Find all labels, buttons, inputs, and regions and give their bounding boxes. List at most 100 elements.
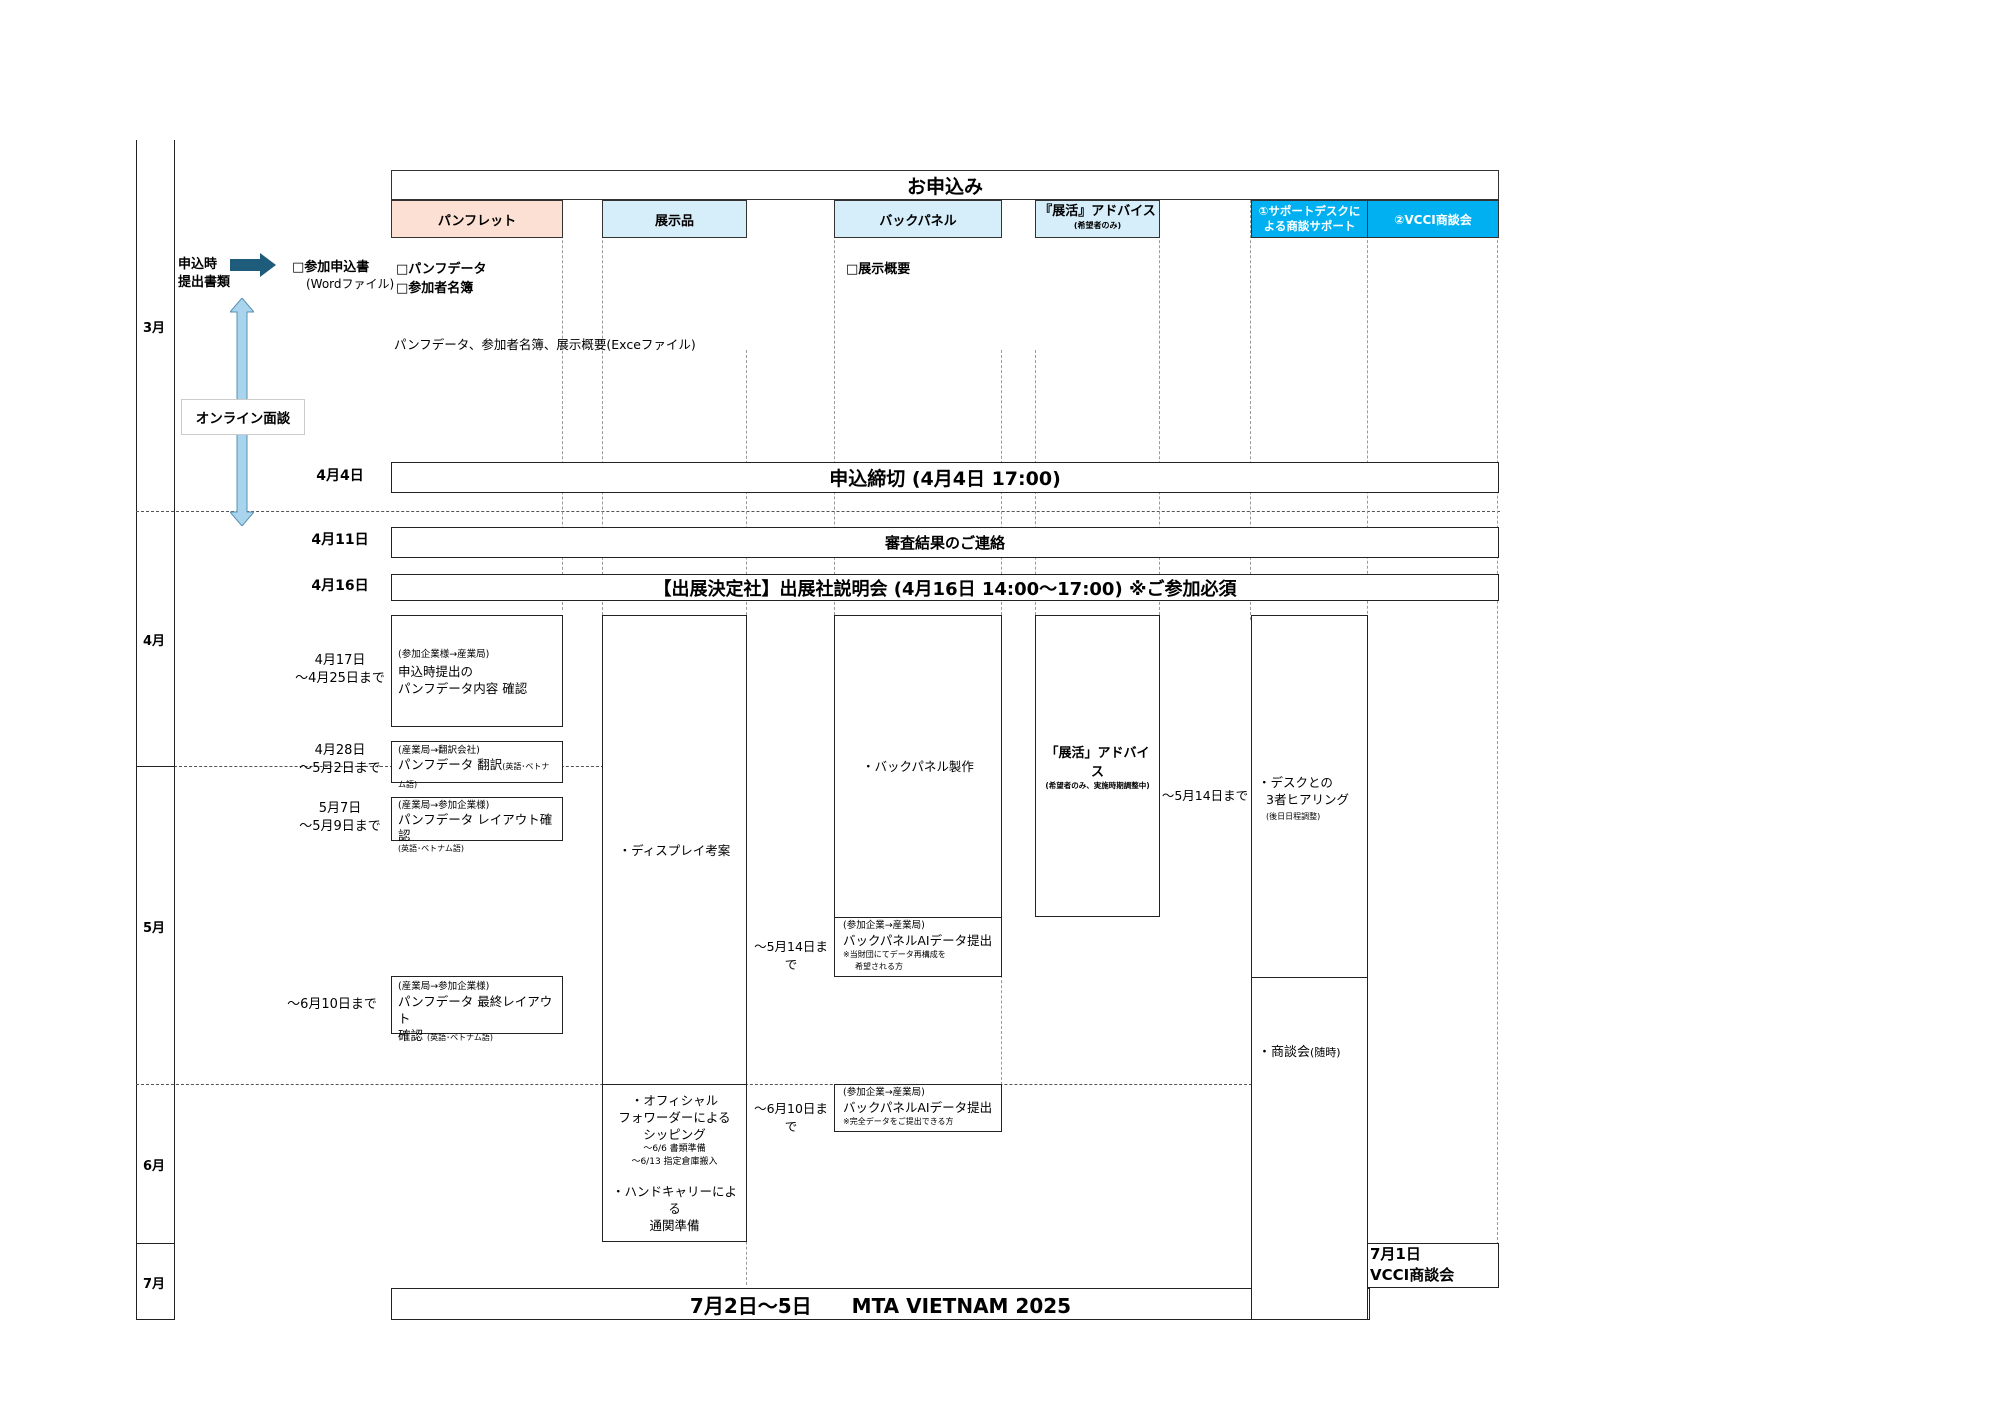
application-label: 申込時 提出書類 (178, 256, 230, 292)
header-advice-main: 『展活』アドバイス (1039, 204, 1156, 219)
band-event: 7月2日～5日 MTA VIETNAM 2025 (391, 1288, 1370, 1320)
advice-title: 「展活」アドバイス (1045, 745, 1150, 780)
support-hearing-box: ・デスクとの 3者ヒアリング (後日日程調整) (1251, 615, 1368, 978)
july-separator (136, 1243, 175, 1244)
band-review: 審査結果のご連絡 (391, 527, 1499, 558)
backpanel-ai-submit-2: (参加企業→産業局) バックパネルAIデータ提出 ※完全データをご提出できる方 (834, 1084, 1002, 1132)
date-apr4: 4月4日 (316, 468, 364, 484)
date-apr16: 4月16日 (311, 578, 369, 594)
pamphlet-step-1-line2: パンフデータ内容 確認 (398, 681, 528, 696)
backpanel-ai1-note2: 希望される方 (855, 962, 903, 971)
date-jun10: ～6月10日まで (287, 997, 377, 1012)
exhibit-ship-line1: ・オフィシャル (630, 1093, 719, 1108)
date-apr28: 4月28日 ～5月2日まで (290, 742, 390, 778)
application-exhibit-summary: □展示概要 (846, 262, 911, 277)
pamphlet-step-2-flow: (産業局→翻訳会社) (398, 745, 480, 756)
support-hearing-line2: 3者ヒアリング (1266, 792, 1349, 807)
pamphlet-step-3-flow: (産業局→参加企業様) (398, 800, 490, 811)
exhibit-hand-line2: 通関準備 (649, 1218, 700, 1233)
header-exhibit: 展示品 (602, 200, 747, 238)
guide-col-1 (562, 200, 563, 610)
application-excel-note: パンフデータ、参加者名簿、展示概要(Exceファイル) (394, 337, 696, 352)
backpanel-production-box: ・バックパネル製作 (834, 615, 1002, 918)
pamphlet-step-1-line1: 申込時提出の (398, 664, 474, 679)
application-pamphlet-data: □パンフデータ (396, 262, 487, 277)
exhibit-ship-note1: ～6/6 書類準備 (643, 1144, 706, 1154)
backpanel-production: ・バックパネル製作 (862, 759, 974, 774)
support-meeting-note: (随時) (1310, 1046, 1341, 1059)
exhibit-ship-line3: シッピング (643, 1127, 706, 1142)
backpanel-ai1-title: バックパネルAIデータ提出 (843, 933, 993, 948)
application-label-line2: 提出書類 (178, 275, 231, 290)
pamphlet-step-1: (参加企業様→産業局) 申込時提出の パンフデータ内容 確認 (391, 615, 563, 727)
exhibit-hand-line1: ・ハンドキャリーによる (611, 1184, 737, 1216)
guide-col-10 (1497, 200, 1498, 1245)
pamphlet-step-2: (産業局→翻訳会社) パンフデータ 翻訳(英語･ベトナム語) (391, 741, 563, 789)
month-april: 4月 (142, 634, 166, 649)
date-apr17: 4月17日 ～4月25日まで (290, 652, 390, 688)
guide-col-4 (834, 200, 835, 620)
date-apr28-line2: ～5月2日まで (299, 761, 381, 776)
pamphlet-step-3-lang: (英語･ベトナム語) (398, 844, 465, 853)
support-hearing-note: (後日日程調整) (1266, 812, 1321, 821)
application-label-line1: 申込時 (178, 257, 218, 272)
left-border-inner (174, 140, 175, 1320)
pamphlet-step-2-line1: パンフデータ 翻訳 (398, 757, 503, 772)
exhibit-display-box: ・ディスプレイ考案 (602, 615, 747, 1085)
date-may7-line1: 5月7日 (318, 801, 362, 816)
pamphlet-step-4-line2: 確認 (398, 1028, 424, 1043)
backpanel-ai1-note1: ※当財団にてデータ再構成を (843, 950, 946, 959)
vcci-box: 7月1日 VCCI商談会 (1367, 1243, 1499, 1288)
date-apr28-line1: 4月28日 (314, 743, 366, 758)
month-may: 5月 (142, 921, 166, 936)
date-jun10-exhibit: ～6月10日まで (754, 1101, 828, 1134)
pamphlet-step-4-line1: パンフデータ 最終レイアウト (398, 994, 553, 1026)
pamphlet-step-4-flow: (産業局→参加企業様) (398, 981, 490, 992)
backpanel-ai2-flow: (参加企業→産業局) (843, 1087, 925, 1098)
pamphlet-step-3: (産業局→参加企業様) パンフデータ レイアウト確認 (英語･ベトナム語) (391, 797, 563, 853)
month-june: 6月 (142, 1159, 166, 1174)
exhibit-shipping-box: ・オフィシャル フォワーダーによる シッピング ～6/6 書類準備 ～6/13 … (602, 1084, 747, 1242)
band-briefing: 【出展決定社】出展社説明会 (4月16日 14:00～17:00) ※ご参加必須 (391, 574, 1499, 601)
month-march: 3月 (142, 321, 166, 336)
exhibit-display: ・ディスプレイ考案 (618, 842, 731, 858)
header-support-line1: ①サポートデスクに (1258, 204, 1361, 218)
left-border-outer (136, 140, 137, 1320)
date-may7-line2: ～5月9日まで (299, 819, 381, 834)
date-may14-advice: ～5月14日まで (1161, 788, 1249, 803)
guide-col-2 (602, 200, 603, 615)
exhibit-ship-line2: フォワーダーによる (618, 1110, 731, 1125)
header-support-line2: よる商談サポート (1263, 219, 1356, 233)
online-meeting-label: オンライン面談 (181, 399, 305, 435)
band-deadline: 申込締切 (4月4日 17:00) (391, 462, 1499, 493)
vcci-name: VCCI商談会 (1370, 1266, 1455, 1284)
date-may14-exhibit: ～5月14日まで (754, 939, 828, 972)
month-july: 7月 (142, 1277, 166, 1292)
support-meeting-box: ・商談会(随時) (1251, 977, 1368, 1320)
date-apr17-line2: ～4月25日まで (295, 671, 385, 686)
exhibit-ship-note2: ～6/13 指定倉庫搬入 (631, 1157, 718, 1167)
backpanel-ai2-title: バックパネルAIデータ提出 (843, 1100, 993, 1115)
header-vcci: ②VCCI商談会 (1367, 200, 1499, 238)
date-apr17-line1: 4月17日 (314, 653, 366, 668)
date-apr11: 4月11日 (311, 532, 369, 548)
arrow-right-icon (230, 253, 276, 277)
backpanel-ai-submit-1: (参加企業→産業局) バックパネルAIデータ提出 ※当財団にてデータ再構成を 希… (834, 917, 1002, 977)
application-participants: □参加者名簿 (396, 281, 474, 296)
backpanel-ai1-flow: (参加企業→産業局) (843, 920, 925, 931)
pamphlet-step-4: (産業局→参加企業様) パンフデータ 最終レイアウト 確認 (英語･ベトナム語) (391, 976, 563, 1043)
application-form: □参加申込書 (292, 260, 370, 275)
guide-col-7 (1159, 200, 1160, 620)
pamphlet-step-2-lang: (英語･ベトナム語) (398, 762, 550, 789)
guide-col-5b (1001, 975, 1002, 1085)
date-may7: 5月7日 ～5月9日まで (290, 800, 390, 836)
support-hearing-line1: ・デスクとの (1258, 775, 1333, 790)
support-meeting: ・商談会 (1258, 1045, 1311, 1060)
advice-box: 「展活」アドバイス (希望者のみ、実施時期調整中) (1035, 615, 1160, 917)
header-advice-sub: (希望者のみ) (1073, 221, 1122, 230)
left-border-bottom (136, 1319, 175, 1320)
separator-april-may (174, 766, 604, 767)
separator-april-may-left (136, 766, 175, 767)
application-form-note: (Wordファイル) (306, 277, 395, 291)
vcci-date: 7月1日 (1370, 1245, 1421, 1263)
